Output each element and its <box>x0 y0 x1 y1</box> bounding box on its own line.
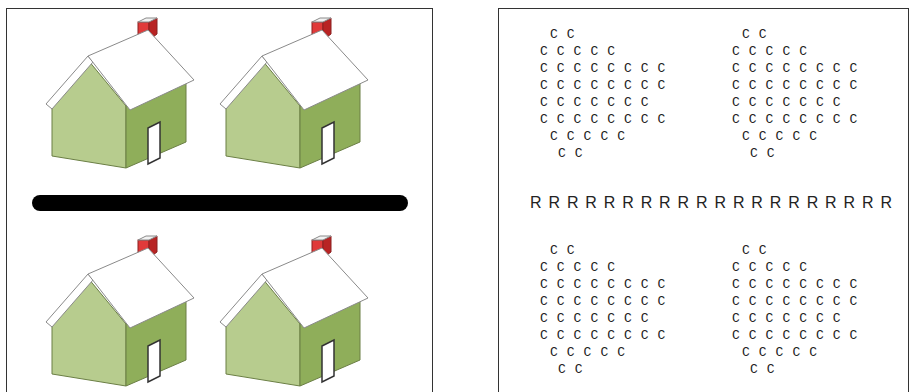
letter-cluster-row: C C C C C C C C <box>732 329 858 342</box>
letter-cluster-row: C C C C C C C C <box>732 79 858 92</box>
letter-cluster-row: C C <box>558 147 583 160</box>
letter-cluster-row: C C C C C C C C <box>732 278 858 291</box>
letter-cluster-row: C C <box>742 28 767 41</box>
letter-cluster-row: C C C C C C C <box>732 96 841 109</box>
letter-cluster-row: C C C C C C C C <box>732 62 858 75</box>
letter-cluster-row: C C C C C C C C <box>540 113 666 126</box>
letter-cluster-row: C C C C C C C C <box>540 79 666 92</box>
letter-cluster-row: C C C C C C C C <box>540 62 666 75</box>
letter-cluster-row: C C C C C C C C <box>540 329 666 342</box>
letter-cluster-row: C C <box>550 28 575 41</box>
house-icon <box>46 18 194 168</box>
house-icon <box>220 236 368 386</box>
letter-cluster-row: C C C C C <box>742 346 818 359</box>
letter-cluster-row: C C <box>750 363 775 376</box>
letter-cluster-row: C C C C C <box>732 261 808 274</box>
house-icon <box>46 236 194 386</box>
letter-cluster-row: C C C C C C C C <box>540 278 666 291</box>
letter-cluster-row: C C C C C <box>540 261 616 274</box>
left-panel <box>7 9 433 392</box>
letter-cluster-row: C C C C C <box>540 45 616 58</box>
letter-cluster-row: C C C C C C C <box>732 312 841 325</box>
house-icon <box>220 18 368 168</box>
letter-cluster-row: C C C C C C C <box>540 312 649 325</box>
right-panel <box>499 9 909 392</box>
letter-cluster-row: C C C C C <box>732 45 808 58</box>
letter-cluster-row: C C C C C C C C <box>732 295 858 308</box>
letter-cluster-row: C C <box>742 244 767 257</box>
letter-row: RRRRRRRRRRRRRRRRRRRR <box>530 195 899 211</box>
letter-cluster-row: C C C C C C C <box>540 96 649 109</box>
letter-cluster-row: C C C C C C C C <box>732 113 858 126</box>
letter-cluster-row: C C <box>558 363 583 376</box>
road-line <box>40 195 400 211</box>
letter-cluster-row: C C <box>550 244 575 257</box>
letter-cluster-row: C C <box>750 147 775 160</box>
letter-cluster-row: C C C C C C C C <box>540 295 666 308</box>
letter-cluster-row: C C C C C <box>550 346 626 359</box>
letter-cluster-row: C C C C C <box>550 130 626 143</box>
letter-cluster-row: C C C C C <box>742 130 818 143</box>
